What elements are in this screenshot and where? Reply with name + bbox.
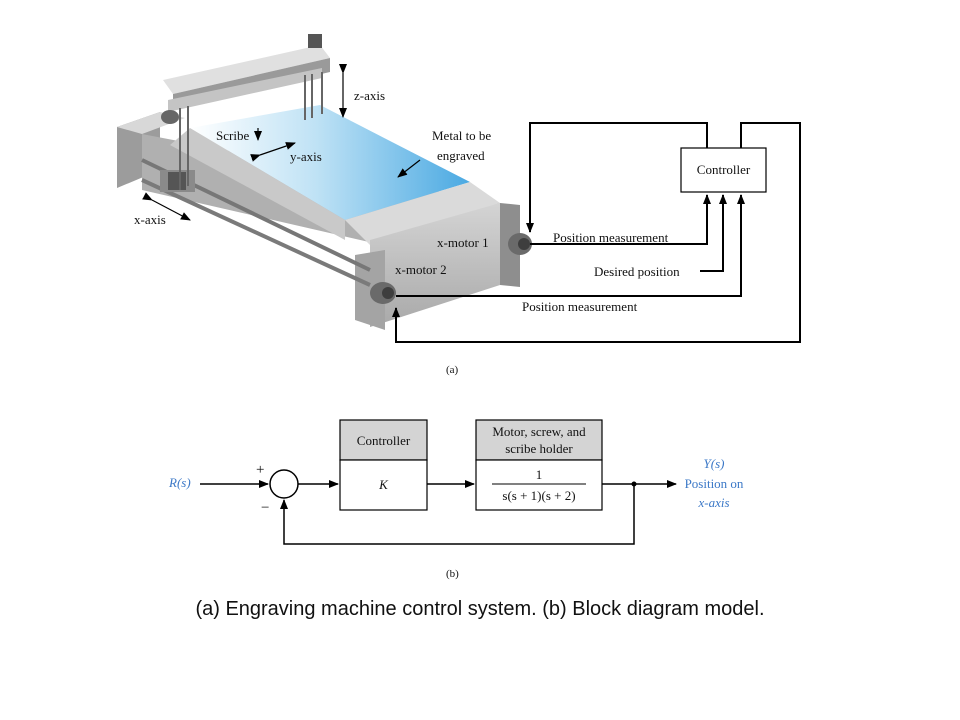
- x-motor-1-label: x-motor 1: [437, 235, 489, 250]
- y-axis-arrow: [250, 142, 296, 162]
- controller-label-a: Controller: [697, 162, 751, 177]
- block-diagram: R(s) + − Controller K Motor, screw, and …: [168, 419, 744, 580]
- x-axis-arrow: [142, 192, 191, 221]
- position-measurement-label-2: Position measurement: [522, 299, 638, 314]
- controller-block-title: Controller: [357, 433, 411, 448]
- z-axis-label: z-axis: [354, 88, 385, 103]
- desired-position-line: [700, 194, 727, 272]
- signal-wiring-a: [392, 122, 801, 343]
- gantry-top: [163, 45, 330, 94]
- plant-numerator: 1: [536, 467, 543, 482]
- input-label: R(s): [168, 475, 191, 490]
- desired-position-label: Desired position: [594, 264, 680, 279]
- output-label: Y(s): [704, 456, 725, 471]
- scribe-label: Scribe: [216, 128, 249, 143]
- output-label-line3: x-axis: [697, 495, 729, 510]
- controller-to-motor2-line: [392, 122, 801, 343]
- summing-junction: [269, 469, 299, 499]
- controller-to-motor1-line: [526, 122, 708, 233]
- controller-gain: K: [378, 477, 389, 492]
- engraving-machine-illustration: [117, 34, 532, 330]
- figure-caption: (a) Engraving machine control system. (b…: [195, 598, 765, 620]
- sub-label-a: (a): [446, 364, 459, 376]
- controller-box-a: [680, 147, 767, 193]
- sub-label-b: (b): [446, 568, 459, 580]
- plant-title-line2: scribe holder: [505, 441, 573, 456]
- position-measurement-line-1: [530, 194, 711, 245]
- plant-block-header: [475, 419, 603, 461]
- controller-block-body: [339, 459, 428, 511]
- plant-denominator: s(s + 1)(s + 2): [502, 488, 575, 503]
- plant-title-line1: Motor, screw, and: [492, 424, 586, 439]
- controller-block-header: [339, 419, 428, 461]
- output-label-line2: Position on: [685, 476, 744, 491]
- axis-arrows: [142, 64, 421, 221]
- x-axis-label: x-axis: [134, 212, 166, 227]
- x-motor-2-label: x-motor 2: [395, 262, 447, 277]
- feedback-path: [280, 484, 635, 545]
- plant-block-body: [475, 459, 603, 511]
- y-axis-label: y-axis: [290, 149, 322, 164]
- plus-sign: +: [256, 462, 264, 478]
- position-measurement-label-1: Position measurement: [553, 230, 669, 245]
- metal-pointer: [397, 159, 421, 178]
- metal-label-line1: Metal to be: [432, 128, 491, 143]
- position-measurement-line-2: [396, 194, 745, 297]
- metal-label-line2: engraved: [437, 148, 485, 163]
- minus-sign: −: [261, 500, 269, 516]
